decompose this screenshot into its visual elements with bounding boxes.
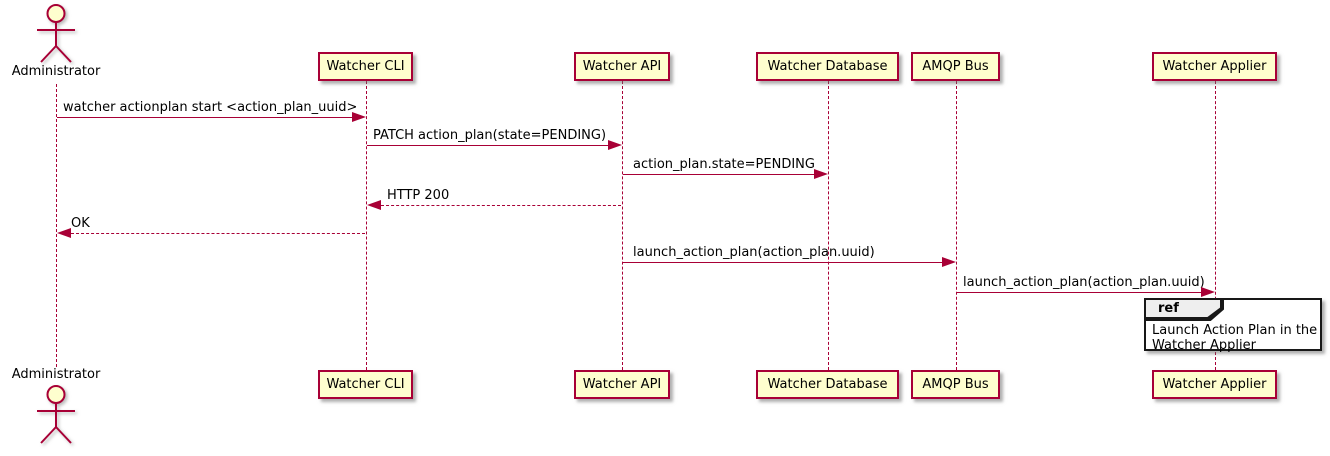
message-4-line [381, 205, 621, 206]
lifeline-amqp-bus [956, 81, 957, 370]
ref-fragment: ref Launch Action Plan in the Watcher Ap… [1144, 298, 1322, 353]
message-7-line [957, 292, 1201, 293]
actor-administrator-icon [37, 4, 75, 63]
actor-administrator-label-top: Administrator [11, 64, 101, 79]
ref-keyword: ref [1158, 301, 1179, 316]
actor-administrator-icon-bottom [37, 385, 75, 444]
message-2-line [367, 145, 608, 146]
message-5-line [71, 233, 365, 234]
lifeline-watcher-cli [366, 81, 367, 370]
message-1-line [57, 117, 352, 118]
message-6-arrowhead-icon [942, 257, 956, 267]
participant-watcher-cli-bottom: Watcher CLI [318, 370, 413, 399]
ref-header [1146, 300, 1220, 317]
message-7-arrowhead-icon [1201, 287, 1215, 297]
participant-watcher-api-top: Watcher API [574, 52, 670, 81]
message-3-arrowhead-icon [814, 169, 828, 179]
ref-text: Launch Action Plan in the Watcher Applie… [1152, 323, 1318, 353]
message-5-arrowhead-icon [57, 228, 71, 238]
lifeline-administrator [56, 84, 57, 367]
message-6-label: launch_action_plan(action_plan.uuid) [633, 245, 875, 260]
message-4-label: HTTP 200 [387, 188, 450, 203]
message-1-arrowhead-icon [352, 112, 366, 122]
participant-watcher-applier-bottom: Watcher Applier [1152, 370, 1277, 399]
message-6-line [623, 262, 942, 263]
participant-watcher-api-bottom: Watcher API [574, 370, 670, 399]
message-2-label: PATCH action_plan(state=PENDING) [373, 128, 607, 143]
ref-header-border [1146, 300, 1224, 321]
message-3-line [623, 174, 814, 175]
message-3-label: action_plan.state=PENDING [633, 157, 815, 172]
lifeline-watcher-applier [1215, 81, 1216, 370]
lifeline-watcher-api [622, 81, 623, 370]
participant-watcher-database-top: Watcher Database [756, 52, 899, 81]
message-7-label: launch_action_plan(action_plan.uuid) [963, 275, 1205, 290]
message-1-label: watcher actionplan start <action_plan_uu… [63, 100, 358, 115]
participant-amqp-bus-bottom: AMQP Bus [911, 370, 1000, 399]
participant-amqp-bus-top: AMQP Bus [911, 52, 1000, 81]
message-2-arrowhead-icon [608, 140, 622, 150]
participant-watcher-applier-top: Watcher Applier [1152, 52, 1277, 81]
participant-watcher-database-bottom: Watcher Database [756, 370, 899, 399]
participant-watcher-cli-top: Watcher CLI [318, 52, 413, 81]
actor-administrator-label-bottom: Administrator [11, 367, 101, 382]
message-4-arrowhead-icon [367, 200, 381, 210]
lifeline-watcher-database [828, 81, 829, 370]
message-5-label: OK [71, 216, 90, 231]
